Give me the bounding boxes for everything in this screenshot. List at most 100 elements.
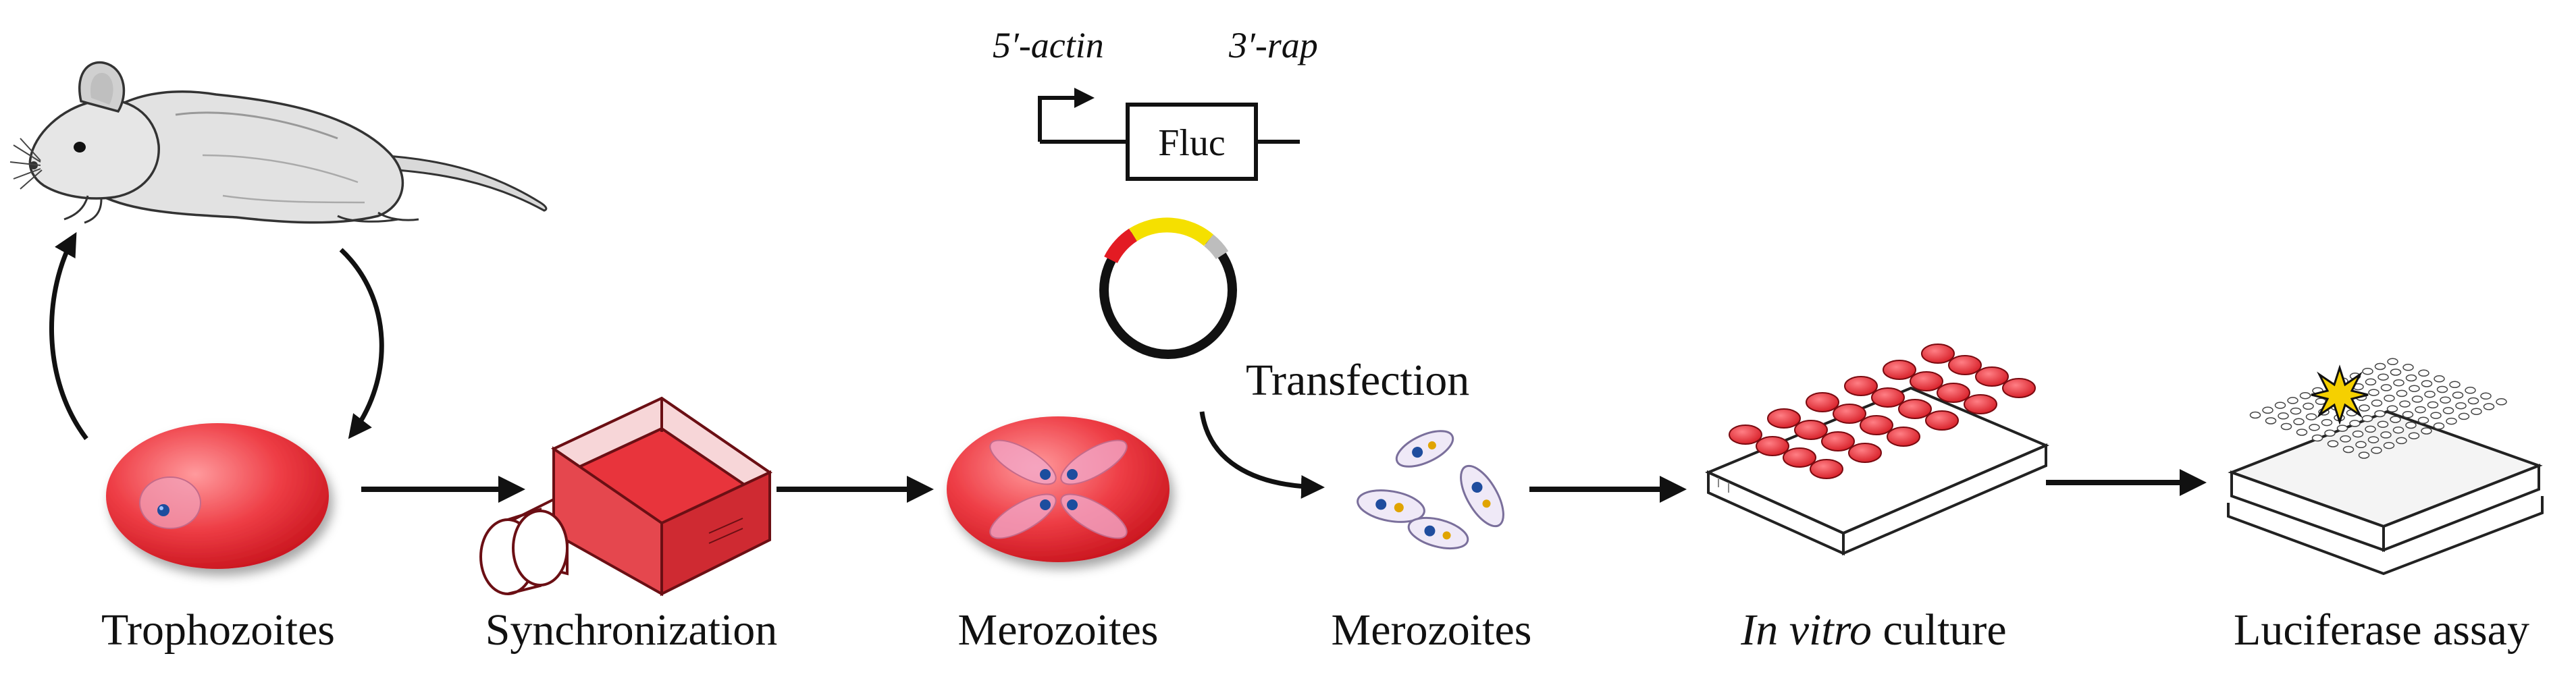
assay-well bbox=[2371, 400, 2383, 407]
assay-well bbox=[2418, 369, 2429, 377]
assay-well bbox=[2442, 407, 2454, 414]
assay-well bbox=[2361, 414, 2373, 422]
assay-well bbox=[2496, 398, 2507, 406]
culture-well bbox=[1794, 420, 1828, 440]
assay-well bbox=[2327, 440, 2339, 447]
mouse-icon bbox=[9, 61, 548, 224]
culture-well bbox=[1756, 436, 1789, 456]
culture-well bbox=[1975, 366, 2009, 387]
assay-well bbox=[2467, 397, 2479, 405]
culture-well bbox=[1898, 399, 1932, 419]
well-plate-24-icon bbox=[1704, 344, 2050, 556]
assay-well bbox=[2386, 405, 2398, 413]
assay-well bbox=[2358, 451, 2370, 459]
merozoite-icon bbox=[1357, 489, 1425, 523]
culture-well bbox=[1887, 427, 1920, 447]
gene-label: Fluc bbox=[1158, 122, 1226, 164]
plasmid-icon bbox=[1099, 217, 1237, 359]
well-grid-24 bbox=[1729, 344, 2036, 479]
assay-well bbox=[2399, 400, 2411, 408]
assay-well bbox=[2427, 401, 2439, 409]
culture-well bbox=[1810, 459, 1843, 479]
assay-well bbox=[2374, 410, 2386, 418]
assay-well bbox=[2393, 379, 2404, 387]
assay-well bbox=[2390, 368, 2402, 376]
assay-well bbox=[2408, 432, 2420, 439]
assay-well bbox=[2415, 406, 2426, 414]
arrow-mouse-to-rbc bbox=[339, 248, 384, 439]
assay-well bbox=[2249, 411, 2261, 419]
assay-well bbox=[2287, 397, 2298, 404]
label-luciferase-assay: Luciferase assay bbox=[2234, 605, 2529, 655]
assay-well bbox=[2434, 375, 2445, 383]
infected-rbc-icon bbox=[106, 423, 329, 569]
assay-well bbox=[2383, 441, 2395, 449]
assay-well bbox=[2265, 417, 2277, 424]
assay-well bbox=[2274, 402, 2286, 409]
culture-well bbox=[1964, 394, 1997, 414]
light-burst-icon bbox=[2311, 364, 2369, 425]
assay-well bbox=[2424, 390, 2436, 398]
well-plate-96-icon bbox=[2227, 358, 2544, 576]
assay-well bbox=[2349, 420, 2361, 427]
merozoite-icon bbox=[1460, 464, 1504, 528]
assay-well bbox=[2390, 416, 2401, 423]
culture-well bbox=[1925, 410, 1959, 431]
assay-well bbox=[2387, 358, 2398, 366]
assay-well bbox=[2311, 434, 2323, 442]
assay-well bbox=[2359, 404, 2370, 412]
assay-well bbox=[2396, 389, 2408, 398]
assay-well bbox=[2303, 402, 2314, 410]
assay-well bbox=[2430, 412, 2442, 419]
assay-well bbox=[2380, 431, 2392, 439]
assay-well bbox=[2421, 427, 2432, 435]
arrow-transfection bbox=[1199, 411, 1325, 499]
culture-well bbox=[2002, 378, 2036, 398]
label-in-vitro-culture: In vitro culture bbox=[1740, 605, 2006, 655]
merozoite-icon bbox=[1407, 516, 1469, 550]
assay-well bbox=[2352, 430, 2364, 438]
assay-well bbox=[2483, 403, 2495, 410]
assay-well bbox=[2309, 424, 2320, 431]
assay-well bbox=[2342, 445, 2355, 454]
assay-well bbox=[2278, 412, 2289, 420]
assay-well bbox=[2417, 416, 2429, 424]
assay-well bbox=[2402, 364, 2414, 371]
culture-well bbox=[1948, 355, 1982, 375]
transfection-label: Transfection bbox=[1246, 356, 1469, 405]
label-in-vitro-italic: In vitro bbox=[1740, 605, 1872, 655]
assay-well bbox=[2321, 418, 2333, 427]
promoter-label: 5′-actin bbox=[993, 25, 1104, 65]
assay-well bbox=[2305, 413, 2317, 420]
assay-well bbox=[2433, 422, 2445, 430]
assay-well bbox=[2458, 412, 2470, 420]
assay-well bbox=[2371, 447, 2382, 454]
culture-well bbox=[1848, 443, 1882, 463]
assay-well bbox=[2280, 422, 2292, 431]
culture-flask-icon bbox=[479, 396, 773, 597]
culture-well bbox=[1821, 431, 1855, 451]
culture-well bbox=[1806, 392, 1839, 412]
assay-well bbox=[2262, 406, 2273, 414]
assay-well bbox=[2293, 418, 2305, 426]
assay-well bbox=[2409, 385, 2420, 392]
merozoites-cluster bbox=[1357, 430, 1504, 550]
assay-well bbox=[2365, 378, 2377, 386]
assay-well bbox=[2480, 392, 2492, 400]
assay-well bbox=[2384, 394, 2395, 402]
assay-well bbox=[2377, 420, 2389, 428]
culture-well bbox=[1937, 383, 1970, 403]
assay-well bbox=[2355, 441, 2367, 449]
assay-well bbox=[2377, 373, 2389, 381]
merozoite-icon bbox=[1395, 430, 1454, 468]
label-trophozoites: Trophozoites bbox=[101, 605, 335, 655]
label-synchronization: Synchronization bbox=[485, 605, 778, 655]
culture-well bbox=[1833, 404, 1866, 424]
assay-well bbox=[2402, 411, 2414, 418]
culture-well bbox=[1767, 408, 1801, 429]
culture-well bbox=[1860, 415, 1893, 435]
assay-well bbox=[2411, 395, 2423, 403]
assay-well bbox=[2324, 429, 2336, 437]
assay-well bbox=[2368, 389, 2380, 396]
assay-well bbox=[2471, 408, 2482, 415]
